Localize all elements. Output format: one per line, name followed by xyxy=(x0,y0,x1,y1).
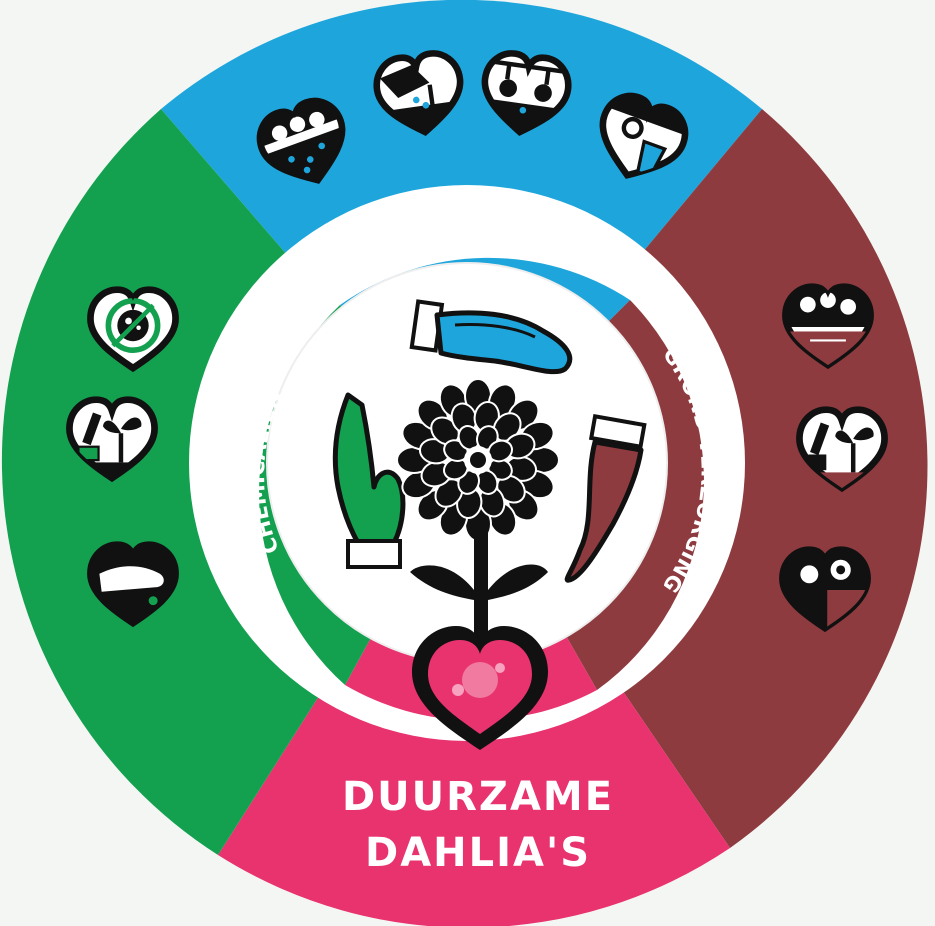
green-hand-icon xyxy=(332,392,406,569)
title-line-2: DAHLIA'S xyxy=(365,830,591,876)
brown-hand-icon xyxy=(564,414,647,583)
heart-icon xyxy=(412,626,548,750)
tap-bucket-heart-icon xyxy=(586,84,697,191)
title-line-1: DUURZAME xyxy=(342,774,614,820)
blue-hand-icon xyxy=(409,299,573,375)
dahlia-flower-icon xyxy=(396,378,560,648)
pest-target-heart-icon xyxy=(90,290,175,368)
